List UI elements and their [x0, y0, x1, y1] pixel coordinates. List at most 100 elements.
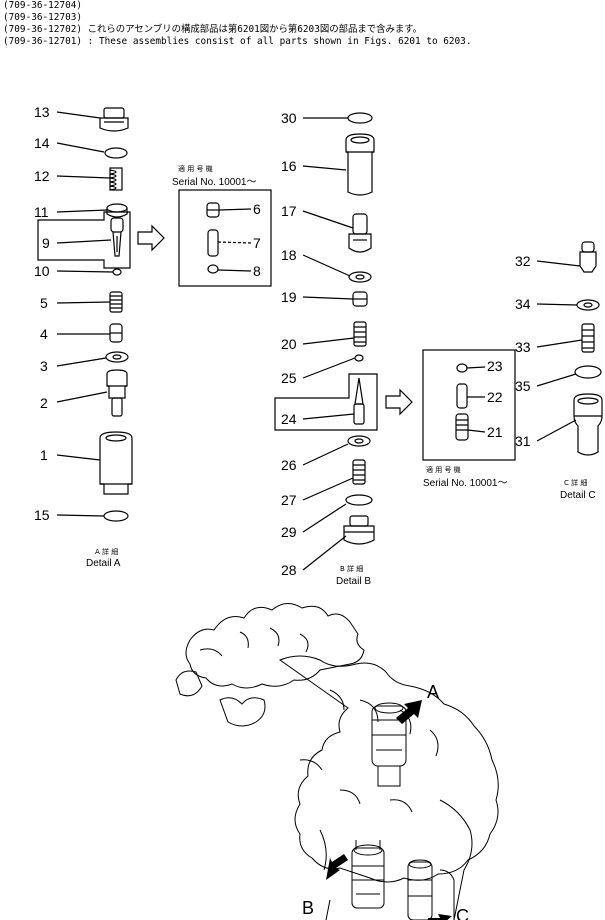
view-c-arrow-icon — [428, 914, 452, 920]
leader-2 — [56, 391, 108, 403]
part-23 — [456, 363, 486, 373]
leader-34 — [536, 303, 578, 306]
callout-27: 27 — [281, 492, 297, 508]
callout-28: 28 — [281, 562, 297, 578]
callout-20: 20 — [281, 336, 297, 352]
callout-25: 25 — [281, 370, 297, 386]
leader-3 — [56, 357, 107, 367]
callout-8: 8 — [253, 263, 261, 279]
detail-c-en: Detail C — [560, 490, 596, 501]
part-9-poppet — [110, 217, 124, 257]
part-8 — [207, 264, 252, 274]
part-24-box — [274, 373, 378, 431]
view-a-arrow-icon — [396, 700, 422, 724]
part-1-sleeve — [99, 431, 133, 495]
callout-13: 13 — [34, 104, 50, 120]
header-line-1: (709-36-12704) — [3, 0, 83, 11]
leader-33 — [536, 339, 583, 348]
callout-24: 24 — [281, 411, 297, 427]
leader-5 — [56, 301, 111, 304]
part-21 — [455, 413, 486, 441]
part-30-o-ring — [347, 112, 373, 124]
callout-33: 33 — [515, 339, 531, 355]
callout-4: 4 — [40, 326, 48, 342]
part-32-pin — [579, 241, 597, 273]
callout-16: 16 — [281, 158, 297, 174]
view-b-arrow-icon — [326, 854, 348, 880]
leader-16 — [302, 165, 347, 171]
detail-a-en: Detail A — [86, 558, 121, 569]
serial-a-en: Serial No. 10001～ — [172, 177, 257, 188]
view-label-b: B — [302, 898, 314, 918]
part-4-piston — [109, 323, 123, 343]
callout-9: 9 — [42, 235, 50, 251]
view-label-a: A — [427, 682, 439, 702]
callout-31: 31 — [515, 433, 531, 449]
leader-25 — [302, 357, 356, 379]
leader-1 — [56, 454, 101, 461]
leader-11 — [56, 209, 108, 213]
callout-35: 35 — [515, 378, 531, 394]
leader-31 — [536, 419, 577, 442]
detail-b-jp: B 詳 細 — [340, 564, 363, 573]
part-6 — [206, 202, 252, 218]
header-line-2: (709-36-12703) — [3, 12, 83, 23]
callout-23: 23 — [487, 358, 503, 374]
valve-assembly-overview — [175, 603, 499, 920]
part-33-spring — [581, 323, 595, 353]
detail-a — [37, 107, 165, 522]
part-15-o-ring — [103, 510, 129, 522]
part-11-seat — [106, 203, 128, 218]
part-7 — [207, 229, 252, 257]
arrow-right-icon — [385, 388, 413, 416]
serial-a-jp: 適 用 号 機 — [178, 164, 213, 173]
leader-24 — [302, 413, 355, 420]
detail-c — [536, 241, 603, 456]
leader-10 — [56, 270, 114, 273]
part-20-spring — [353, 321, 367, 347]
part-19-piston — [352, 291, 368, 307]
part-34-nut — [576, 299, 600, 311]
callout-26: 26 — [281, 457, 297, 473]
leader-27 — [302, 477, 354, 501]
leader-9 — [56, 239, 112, 244]
part-13-plug — [99, 107, 129, 132]
callout-18: 18 — [281, 247, 297, 263]
part-29-o-ring — [345, 494, 373, 506]
part-10-ball — [112, 268, 122, 276]
part-12-spring-body — [109, 167, 123, 191]
callout-14: 14 — [34, 135, 50, 151]
callout-3: 3 — [40, 358, 48, 374]
part-2-valve — [106, 369, 128, 417]
view-label-c: C — [456, 906, 469, 920]
detail-b — [274, 112, 413, 571]
callout-12: 12 — [34, 168, 50, 184]
callout-22: 22 — [487, 389, 503, 405]
serial-b-en: Serial No. 10001～ — [423, 478, 508, 489]
detail-c-jp: C 詳 細 — [564, 478, 587, 487]
leader-15 — [56, 514, 105, 517]
header-line-3: (709-36-12702) これらのアセンブリの構成部品は第6201図から第6… — [3, 24, 423, 35]
leader-17 — [302, 210, 354, 229]
leader-20 — [302, 337, 355, 345]
part-24-poppet — [353, 377, 365, 425]
callout-21: 21 — [487, 424, 503, 440]
part-5-spring — [109, 291, 123, 313]
leader-19 — [302, 296, 354, 300]
leader-18 — [302, 254, 351, 277]
leader-13 — [56, 111, 101, 119]
leader-14 — [56, 142, 105, 153]
part-17-spool — [348, 213, 372, 253]
callout-11: 11 — [34, 204, 49, 220]
callout-1: 1 — [40, 447, 48, 463]
leader-32 — [536, 260, 581, 267]
callout-34: 34 — [515, 296, 531, 312]
leader-29 — [302, 503, 347, 533]
part-22 — [456, 383, 485, 409]
callout-17: 17 — [281, 203, 297, 219]
part-27-spring — [352, 459, 366, 485]
callout-15: 15 — [34, 507, 50, 523]
part-35-o-ring — [574, 365, 602, 379]
serial-box-a — [178, 189, 272, 287]
